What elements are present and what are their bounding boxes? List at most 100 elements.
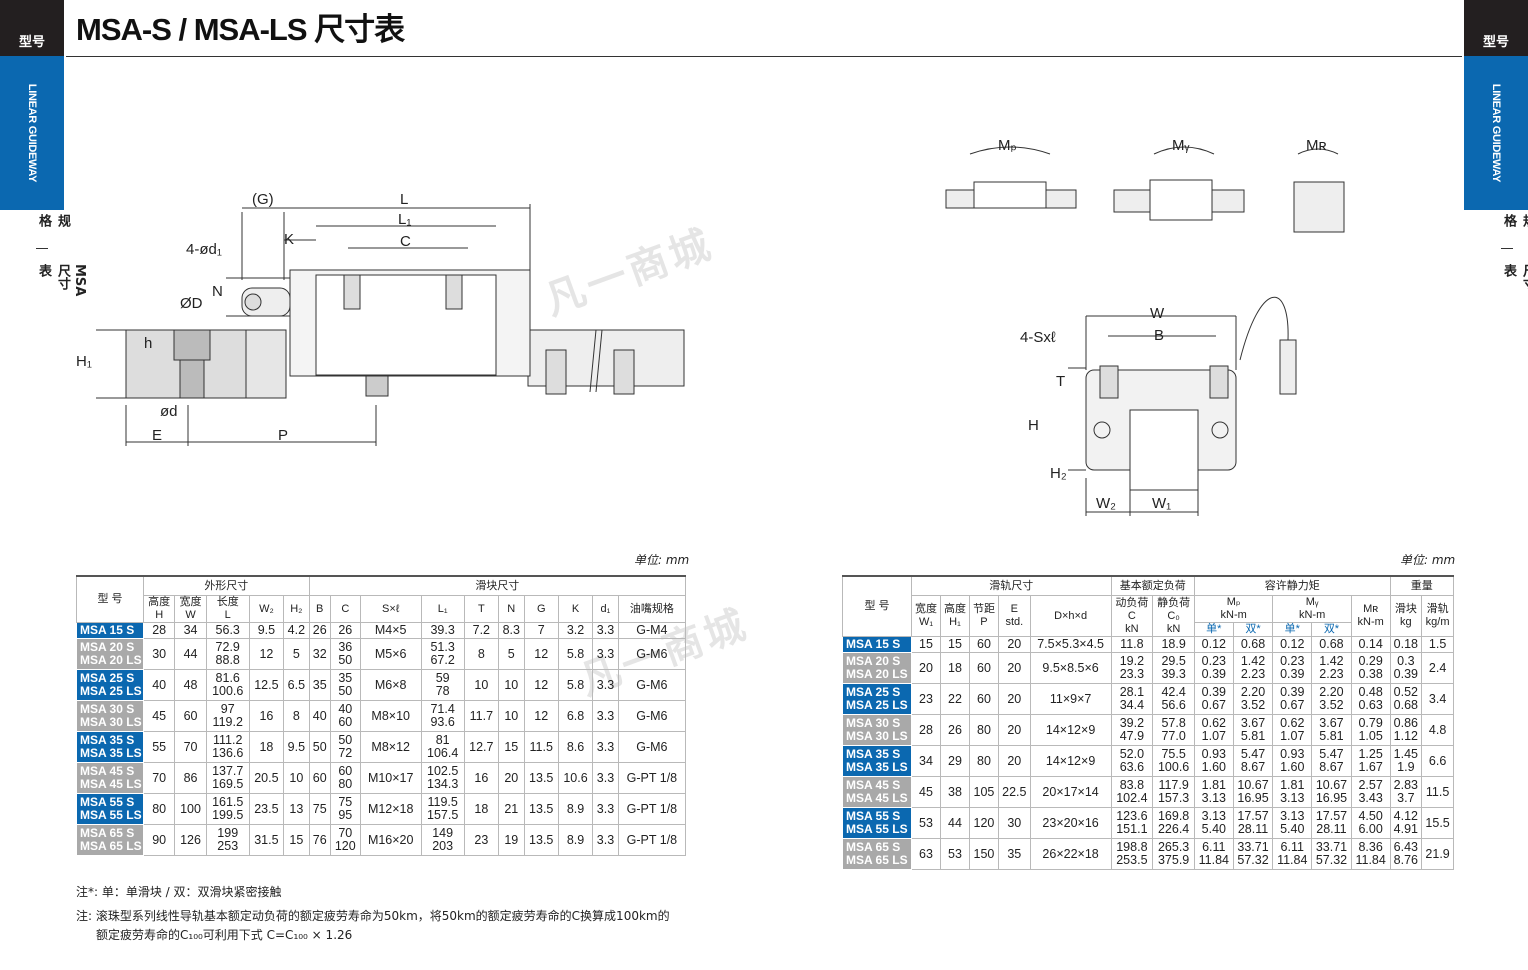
table-cell: 86 (174, 762, 207, 794)
table-cell: 7.2 (463, 622, 499, 639)
table-cell: 8.9 (557, 793, 594, 825)
label-C: C (400, 233, 411, 250)
table-cell: 6.8 (557, 700, 594, 732)
group-header-moment: 容许静力矩 (1193, 575, 1391, 596)
table-cell: 80 (142, 793, 176, 825)
group-header-outer: 外形尺寸 (143, 575, 310, 596)
table-cell: 63 (911, 838, 941, 870)
group-header-rail: 滑轨尺寸 (911, 575, 1112, 596)
table-cell: 3.3 (592, 824, 619, 856)
col-header-model: 型 号 (76, 575, 144, 623)
table-cell: 26 (939, 714, 970, 746)
table-cell: 3.3 (592, 762, 619, 794)
table-cell: 10 (463, 669, 499, 701)
table-cell: 14×12×9 (1029, 745, 1112, 777)
table-cell: 15 (497, 731, 525, 763)
table-cell: 31.5 (248, 824, 285, 856)
table-cell: 30 (142, 638, 176, 670)
label-K: K (284, 231, 294, 248)
table-cell: 60 (308, 762, 331, 794)
table-cell: 16 (248, 700, 285, 732)
table-cell: 20 (911, 652, 941, 684)
footnote-2b: 额定疲劳寿命的C₁₀₀可利用下式 C=C₁₀₀ × 1.26 (96, 928, 353, 942)
table-cell: 4.2 (283, 622, 310, 639)
table-cell: 21 (497, 793, 525, 825)
table-cell: 5 (283, 638, 310, 670)
table-cell: 3.2 (557, 622, 594, 639)
table-cell: M5×6 (359, 638, 422, 670)
label-D: ØD (180, 295, 203, 312)
table-cell: 5.8 (557, 669, 594, 701)
table-cell: 126 (174, 824, 207, 856)
table-cell: 105 (968, 776, 999, 808)
table-cell: 8.6 (557, 731, 594, 763)
col-header-4: D×h×d (1029, 595, 1112, 637)
table-cell: 53 (911, 807, 941, 839)
table-cell: 12 (523, 669, 559, 701)
table-cell: 6.5 (283, 669, 310, 701)
table-cell: 45 (911, 776, 941, 808)
table-cell: 3.3 (592, 731, 619, 763)
table-cell: 10 (497, 700, 525, 732)
table-cell: 40 (308, 700, 331, 732)
label-L1: L₁ (398, 211, 411, 228)
sub-header-single: 单* (1193, 622, 1234, 637)
table-cell: M12×18 (359, 793, 422, 825)
table-cell: 3.3 (592, 793, 619, 825)
label-E: E (152, 427, 162, 444)
label-d: ød (160, 403, 178, 420)
table-cell: 20 (997, 745, 1031, 777)
side-section-a: 规格 (1501, 214, 1528, 227)
table-cell: 76 (308, 824, 331, 856)
col-header-11: G (523, 595, 559, 623)
model-tag-label: 型号 (18, 35, 45, 50)
table-cell: 34 (174, 622, 207, 639)
col-header-10: N (497, 595, 525, 623)
table-cell: 75 (308, 793, 331, 825)
table-cell: 20 (997, 636, 1031, 653)
table-cell: M8×10 (359, 700, 422, 732)
table-cell: 35 (308, 669, 331, 701)
table-cell: 120 (968, 807, 999, 839)
group-header-block: 滑块尺寸 (308, 575, 687, 596)
col-header-5: B (308, 595, 331, 623)
table-cell: 20.5 (248, 762, 285, 794)
table-cell: 11.7 (463, 700, 499, 732)
table-cell: 10 (283, 762, 310, 794)
